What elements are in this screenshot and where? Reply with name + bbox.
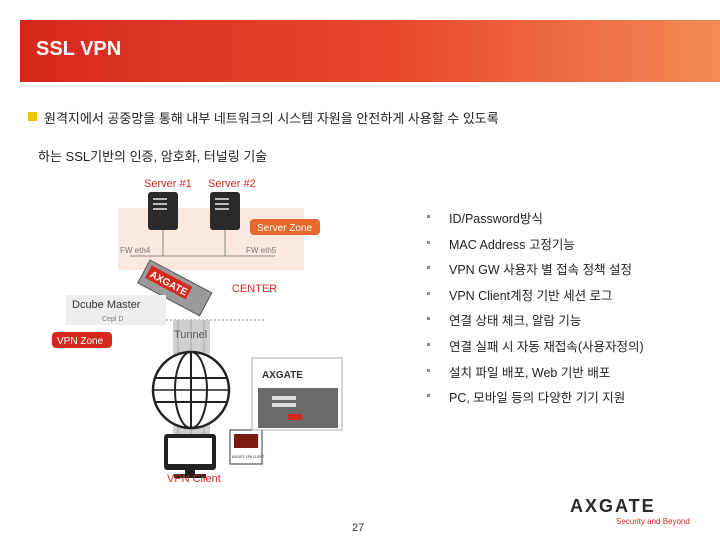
feature-list: ID/Password방식 MAC Address 고정기능 VPN GW 사용… bbox=[425, 208, 644, 413]
server-2-label: Server #2 bbox=[208, 178, 256, 190]
axgate-logo: AXGATE Security and Beyond bbox=[570, 496, 690, 526]
axgate-appliance-icon: AXGATE bbox=[137, 259, 213, 317]
server-1-icon bbox=[148, 192, 178, 230]
feature-item: PC, 모바일 등의 다양한 기기 지원 bbox=[425, 387, 644, 413]
title-bar: SSL VPN bbox=[20, 20, 720, 82]
client-pc-icon bbox=[164, 434, 216, 478]
bullet-dot-icon bbox=[427, 317, 430, 321]
network-diagram: Server #1 Server #2 Server Zone FW eth4 … bbox=[52, 178, 343, 485]
feature-item: 연결 실패 시 자동 재접속(사용자정의) bbox=[425, 336, 644, 362]
internet-globe-icon bbox=[151, 350, 231, 430]
intro-line-1: 원격지에서 공중망을 통해 내부 네트워크의 시스템 자원을 안전하게 사용할 … bbox=[44, 111, 499, 126]
feature-item: 설치 파일 배포, Web 기반 배포 bbox=[425, 362, 644, 388]
bullet-dot-icon bbox=[427, 215, 430, 218]
login-brand: AXGATE bbox=[262, 370, 303, 381]
bullet-dot-icon bbox=[427, 240, 430, 244]
login-password-field bbox=[272, 403, 296, 407]
dcube-master-label: Dcube Master bbox=[72, 299, 141, 311]
bullet-dot-icon bbox=[427, 291, 430, 295]
intro-line-2: 하는 SSL기반의 인증, 암호화, 터널링 기술 bbox=[38, 149, 268, 164]
logo-text: AXGATE bbox=[570, 496, 656, 516]
feature-item: MAC Address 고정기능 bbox=[425, 234, 644, 260]
feature-item: 연결 상태 체크, 알람 기능 bbox=[425, 310, 644, 336]
bullet-dot-icon bbox=[427, 342, 430, 346]
bullet-dot-icon bbox=[427, 368, 430, 372]
dcube-master-box bbox=[66, 295, 166, 325]
bullet-dot-icon bbox=[427, 394, 430, 398]
page-title: SSL VPN bbox=[36, 38, 122, 60]
feature-item: ID/Password방식 bbox=[425, 208, 644, 234]
server-2-icon bbox=[210, 192, 240, 230]
server-zone-label: Server Zone bbox=[257, 223, 312, 234]
page-number: 27 bbox=[352, 522, 365, 534]
dcube-small-label: Cepl D bbox=[102, 316, 123, 323]
login-button bbox=[288, 414, 302, 420]
server-zone-tag bbox=[250, 219, 320, 235]
vpn-zone-label: VPN Zone bbox=[57, 336, 104, 347]
logo-tagline: Security and Beyond bbox=[616, 517, 690, 526]
vpn-client-box-icon: AXGATE VPN CLIENT bbox=[229, 429, 264, 465]
fw-eth4-label: FW eth4 bbox=[120, 246, 151, 255]
vpn-client-box-label: AXGATE VPN CLIENT bbox=[232, 455, 264, 459]
login-window: AXGATE bbox=[251, 357, 343, 431]
server-1-label: Server #1 bbox=[144, 178, 192, 190]
feature-item: VPN Client계정 기반 세션 로그 bbox=[425, 285, 644, 311]
tunnel-label: Tunnel bbox=[174, 329, 207, 341]
bullet-square-icon bbox=[28, 112, 37, 121]
vpn-client-label: VPN Client bbox=[167, 473, 221, 485]
fw-eth5-label: FW eth5 bbox=[246, 246, 277, 255]
vpn-zone-tag bbox=[52, 332, 112, 348]
feature-item: VPN GW 사용자 별 접속 정책 설정 bbox=[425, 259, 644, 285]
center-label: CENTER bbox=[232, 283, 277, 295]
login-id-field bbox=[272, 396, 296, 400]
bullet-dot-icon bbox=[427, 266, 430, 270]
